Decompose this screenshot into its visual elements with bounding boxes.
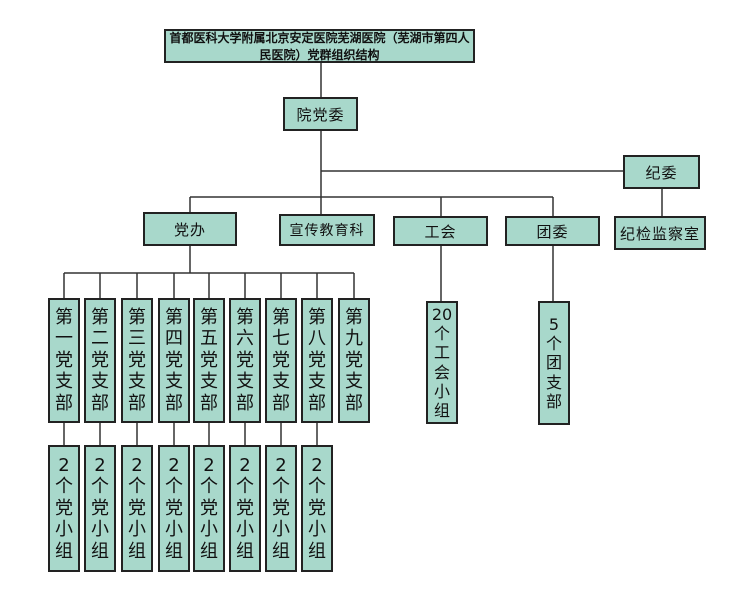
group-4: 2个党小组 (158, 445, 190, 572)
branch-9: 第九党支部 (338, 298, 370, 423)
branch-7: 第七党支部 (265, 298, 297, 423)
chart-title: 首都医科大学附属北京安定医院芜湖医院（芜湖市第四人民医院）党群组织结构 (164, 29, 475, 63)
group-5: 2个党小组 (193, 445, 225, 572)
branch-5: 第五党支部 (193, 298, 225, 423)
union-groups: 20个工会小组 (426, 301, 458, 424)
committee-node: 院党委 (283, 97, 358, 131)
group-3: 2个党小组 (121, 445, 153, 572)
group-7: 2个党小组 (265, 445, 297, 572)
group-6: 2个党小组 (229, 445, 261, 572)
discipline-node: 纪委 (623, 155, 700, 189)
dept-union: 工会 (393, 216, 488, 246)
branch-4: 第四党支部 (158, 298, 190, 423)
branch-3: 第三党支部 (121, 298, 153, 423)
dept-party-office: 党办 (143, 212, 237, 246)
branch-8: 第八党支部 (301, 298, 333, 423)
dept-publicity: 宣传教育科 (279, 214, 375, 246)
inspection-node: 纪检监察室 (614, 216, 706, 250)
group-8: 2个党小组 (301, 445, 333, 572)
dept-youth: 团委 (505, 216, 600, 246)
branch-6: 第六党支部 (229, 298, 261, 423)
branch-2: 第二党支部 (84, 298, 116, 423)
youth-branches: 5个团支部 (538, 301, 570, 425)
group-1: 2个党小组 (48, 445, 80, 572)
branch-1: 第一党支部 (48, 298, 80, 423)
group-2: 2个党小组 (84, 445, 116, 572)
